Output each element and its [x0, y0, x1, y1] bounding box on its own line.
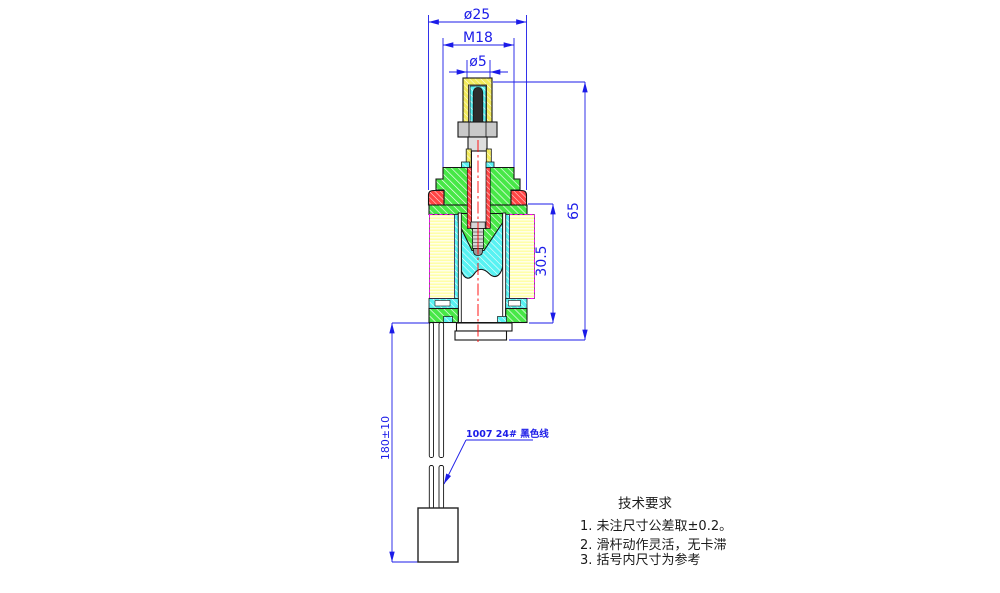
bobbin-post-right [497, 316, 507, 323]
lead-wires [428, 322, 445, 509]
wire1-upper [428, 322, 434, 458]
shaft-collar [467, 136, 488, 152]
bobbin-foot-notch-right [508, 300, 521, 307]
wire2-lower [438, 465, 445, 509]
slide-rod [471, 150, 487, 229]
bobbin-foot-notch-left [434, 300, 451, 307]
bobbin-collar-right [485, 161, 495, 168]
wire-spec-label: 1007 24# 黑色线 [466, 428, 549, 440]
hex-nut [457, 121, 498, 138]
bushing-right [485, 167, 491, 229]
flange-left [427, 189, 445, 206]
frame-bottom-right [505, 307, 528, 324]
dim-30p5-label: 30.5 [534, 245, 550, 276]
note-2: 2. 滑杆动作灵活，无卡滞 [580, 538, 727, 553]
note-3: 3. 括号内尺寸为参考 [580, 552, 701, 568]
dim-m18-label: M18 [463, 30, 493, 46]
bobbin-strip-right [505, 214, 510, 299]
coil-right [509, 214, 535, 299]
dim-dia25-label: ø25 [464, 7, 490, 23]
mounting-plate-upper [455, 322, 513, 332]
dim-dia5-label: ø5 [469, 54, 486, 70]
note-1: 1. 未注尺寸公差取±0.2。 [580, 519, 732, 534]
connector-block [417, 507, 459, 563]
bushing-left [466, 167, 472, 229]
bobbin-strip-left [454, 214, 459, 299]
mounting-plate-lower [454, 330, 508, 341]
dim-65-label: 65 [566, 202, 582, 220]
tube-wall-right [502, 212, 507, 323]
tube-wall-left [457, 212, 462, 323]
flange-right [510, 189, 528, 206]
bobbin-collar-left [461, 161, 470, 168]
notes-title: 技术要求 [618, 496, 672, 512]
wire1-lower [428, 465, 434, 509]
dim-180-label: 180±10 [379, 416, 392, 460]
solenoid-part [417, 77, 535, 563]
wire-leader-line [443, 439, 467, 485]
bobbin-post-left [443, 316, 453, 323]
wire2-upper [438, 322, 445, 458]
dimension-lines [389, 15, 588, 563]
plunger-tip [472, 87, 484, 123]
coil-left [429, 214, 455, 299]
